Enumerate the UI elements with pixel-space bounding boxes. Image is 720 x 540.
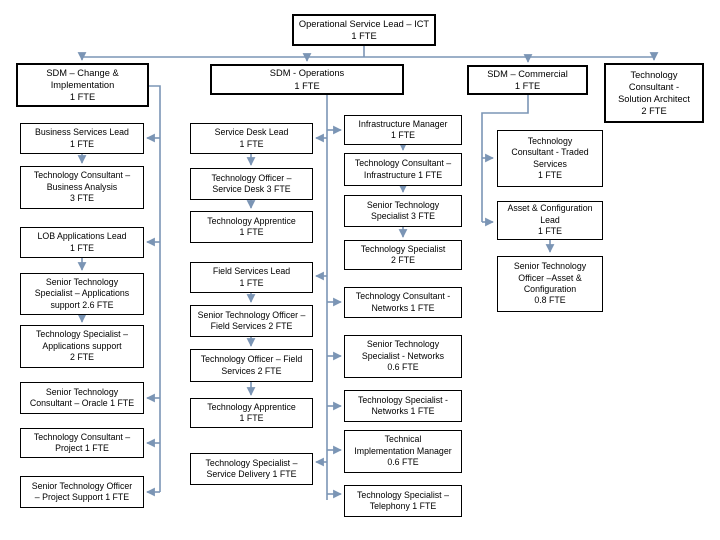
node-technology-specialist-applications-support: Technology Specialist – Applications sup…: [20, 325, 144, 368]
node-technology-consultant-networks: Technology Consultant - Networks 1 FTE: [344, 287, 462, 318]
node-technology-officer-field-services: Technology Officer – Field Services 2 FT…: [190, 349, 313, 382]
node-technology-consultant-infrastructure: Technology Consultant – Infrastructure 1…: [344, 153, 462, 186]
node-senior-technology-specialist-applications-support: Senior Technology Specialist – Applicati…: [20, 273, 144, 315]
node-senior-technology-officer-asset-configuration: Senior Technology Officer –Asset & Confi…: [497, 256, 603, 312]
node-senior-technology-consultant-oracle: Senior Technology Consultant – Oracle 1 …: [20, 382, 144, 414]
node-senior-technology-specialist-networks: Senior Technology Specialist - Networks …: [344, 335, 462, 378]
node-technical-implementation-manager: Technical Implementation Manager 0.6 FTE: [344, 430, 462, 473]
node-sdm-change-implementation: SDM – Change & Implementation 1 FTE: [16, 63, 149, 107]
node-technology-specialist-telephony: Technology Specialist – Telephony 1 FTE: [344, 485, 462, 517]
node-technology-officer-service-desk: Technology Officer – Service Desk 3 FTE: [190, 168, 313, 200]
node-technology-consultant-traded-services: Technology Consultant - Traded Services …: [497, 130, 603, 187]
node-technology-consultant-project: Technology Consultant – Project 1 FTE: [20, 428, 144, 458]
node-business-services-lead: Business Services Lead 1 FTE: [20, 123, 144, 154]
node-field-services-lead: Field Services Lead 1 FTE: [190, 262, 313, 293]
node-technology-apprentice-service-desk: Technology Apprentice 1 FTE: [190, 211, 313, 243]
node-sdm-commercial: SDM – Commercial 1 FTE: [467, 65, 588, 95]
node-senior-technology-officer-field-services: Senior Technology Officer – Field Servic…: [190, 305, 313, 337]
node-technology-consultant-business-analysis: Technology Consultant – Business Analysi…: [20, 166, 144, 209]
node-senior-technology-officer-project-support: Senior Technology Officer – Project Supp…: [20, 476, 144, 508]
node-technology-specialist-service-delivery: Technology Specialist – Service Delivery…: [190, 453, 313, 485]
node-senior-technology-specialist: Senior Technology Specialist 3 FTE: [344, 195, 462, 227]
node-service-desk-lead: Service Desk Lead 1 FTE: [190, 123, 313, 154]
node-technology-apprentice-field-services: Technology Apprentice 1 FTE: [190, 398, 313, 428]
node-infrastructure-manager: Infrastructure Manager 1 FTE: [344, 115, 462, 145]
node-sdm-operations: SDM - Operations 1 FTE: [210, 64, 404, 95]
node-operational-service-lead-ict: Operational Service Lead – ICT 1 FTE: [292, 14, 436, 46]
node-technology-specialist-networks: Technology Specialist - Networks 1 FTE: [344, 390, 462, 422]
node-technology-specialist: Technology Specialist 2 FTE: [344, 240, 462, 270]
node-asset-configuration-lead: Asset & Configuration Lead 1 FTE: [497, 201, 603, 240]
node-technology-consultant-solution-architect: Technology Consultant - Solution Archite…: [604, 63, 704, 123]
node-lob-applications-lead: LOB Applications Lead 1 FTE: [20, 227, 144, 258]
